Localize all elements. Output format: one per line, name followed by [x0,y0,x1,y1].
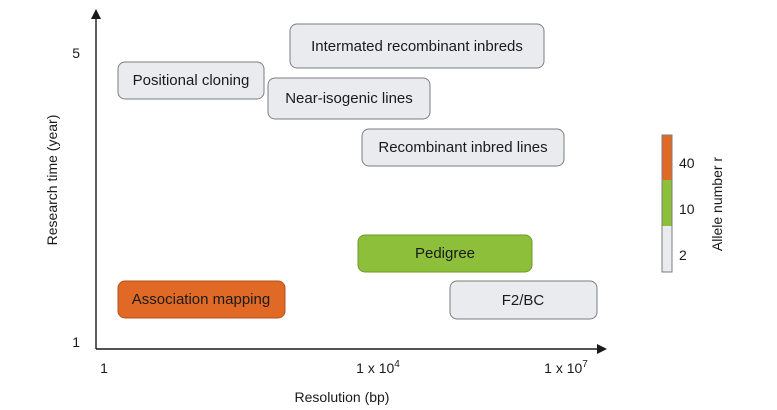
legend-bar-outline [661,134,673,273]
x-tick-exponent-4: 4 [394,359,400,370]
method-box-label: Pedigree [415,245,475,262]
y-axis-title: Research time (year) [44,115,60,246]
method-box-shape [267,77,431,120]
legend-title: Allele number r [709,157,725,251]
y-tick-label-1: 1 [72,334,80,350]
y-tick-label-5: 5 [72,45,80,61]
legend-label-10: 10 [679,201,695,217]
x-tick-label-1: 1 [100,360,108,376]
method-box-pedigree: Pedigree [357,234,533,273]
method-box-f2-bc: F2/BC [449,280,598,320]
method-box-label: Positional cloning [133,72,250,89]
legend-swatch-2 [662,226,672,272]
method-box-intermated-recombinant-inbreds: Intermated recombinant inbreds [289,23,545,69]
method-box-label: Intermated recombinant inbreds [311,38,523,55]
legend-label-40: 40 [679,155,695,171]
method-box-recombinant-inbred-lines: Recombinant inbred lines [361,128,565,167]
method-box-positional-cloning: Positional cloning [117,61,265,100]
x-tick-label-1e7: 1 x 107 [544,359,588,376]
method-box-shape [117,280,286,319]
method-box-shape [449,280,598,320]
method-box-shape [289,23,545,69]
method-box-label: Recombinant inbred lines [378,139,547,156]
method-box-label: Near-isogenic lines [285,90,413,107]
method-box-association-mapping: Association mapping [117,280,286,319]
method-box-label: F2/BC [502,292,545,309]
legend-swatch-10 [662,180,672,226]
method-box-shape [117,61,265,100]
method-box-shape [361,128,565,167]
x-tick-label-1e4: 1 x 104 [356,359,400,376]
method-box-near-isogenic-lines: Near-isogenic lines [267,77,431,120]
legend-label-2: 2 [679,247,687,263]
allele-legend: 40 10 2 Allele number r [661,134,725,273]
method-box-label: Association mapping [132,291,270,308]
x-axis-title: Resolution (bp) [295,389,390,405]
legend-swatch-40 [662,135,672,180]
x-tick-exponent-7: 7 [582,359,588,370]
method-box-shape [357,234,533,273]
